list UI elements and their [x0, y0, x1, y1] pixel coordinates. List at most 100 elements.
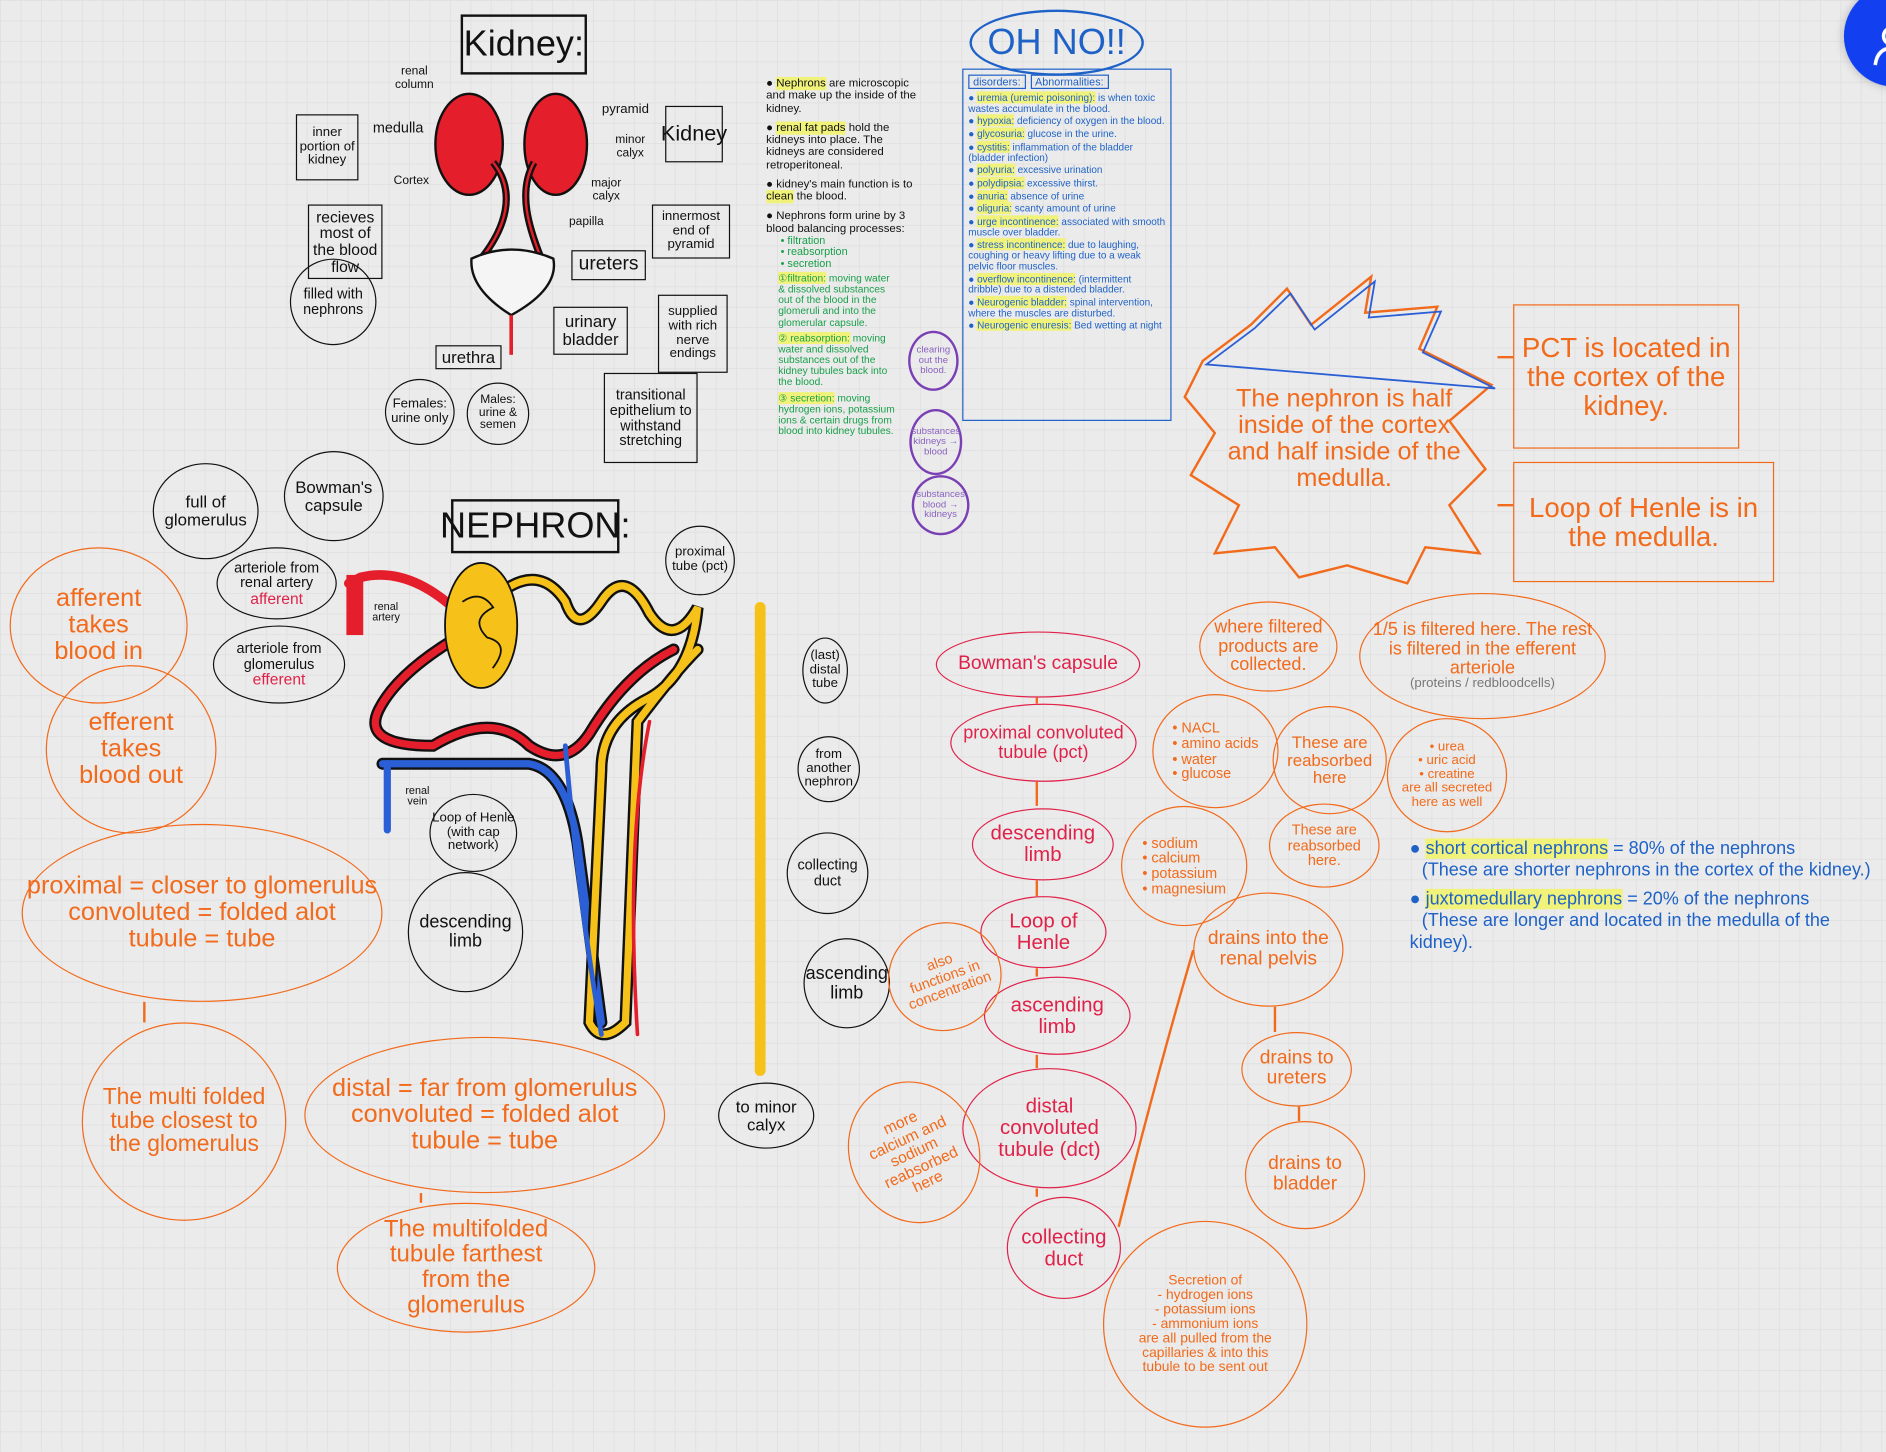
ellipse-distal-def: distal = far from glomerulus convoluted …: [304, 1036, 666, 1194]
disorder-item: ● cystitis: inflammation of the bladder …: [968, 140, 1133, 163]
flow-step-collecting: collecting duct: [1006, 1196, 1122, 1300]
right-kidney: [523, 92, 589, 197]
kidney-title: Kidney:: [460, 14, 587, 75]
box-pct-location: PCT is located in the cortex of the kidn…: [1513, 304, 1740, 449]
disorder-item: ● overflow incontinence: (intermittent d…: [968, 272, 1132, 295]
ellipse-renal-pelvis: drains into the renal pelvis: [1193, 892, 1344, 1007]
disorders-box: disorders: Abnormalities: ● uremia (urem…: [962, 68, 1172, 421]
label-medulla: medulla: [372, 119, 424, 136]
header-abnormalities: Abnormalities:: [1030, 74, 1109, 90]
circle-proximal-desc: The multi folded tube closest to the glo…: [81, 1022, 287, 1221]
ellipse-distal-desc: The multifolded tubule farthest from the…: [336, 1202, 596, 1333]
nephron-title: NEPHRON:: [440, 499, 630, 554]
flow-step-ascending: ascending limb: [983, 976, 1131, 1055]
nephron-types: ● short cortical nephrons = 80% of the n…: [1410, 838, 1873, 953]
circle-proximal-tube: proximal tube (pct): [665, 525, 735, 596]
box-urinary-bladder: urinary bladder: [553, 306, 628, 355]
circle-bowmans: Bowman's capsule: [283, 451, 384, 542]
glomerulus: [444, 562, 519, 689]
label-major-calyx: major calyx: [591, 176, 622, 203]
circle-another-nephron: from another nephron: [797, 736, 861, 803]
def-filtration: ①filtration: moving water & dissolved su…: [778, 271, 890, 328]
label-renal-column: renal column: [394, 64, 434, 91]
circle-collecting-duct: collecting duct: [786, 832, 869, 915]
kidney-drawing: [434, 92, 589, 355]
ellipse-collected: where filtered products are collected.: [1199, 601, 1338, 692]
label-minor-calyx: minor calyx: [615, 133, 646, 160]
box-ureters: ureters: [571, 250, 646, 281]
disorder-item: ● anuria: absence of urine: [968, 189, 1085, 202]
box-urethra: urethra: [435, 345, 502, 370]
disorder-item: ● urge incontinence: associated with smo…: [968, 215, 1166, 238]
circle-filled-nephrons: filled with nephrons: [289, 258, 377, 346]
circle-males: Males: urine & semen: [466, 382, 530, 446]
flow-step-dct: distal convoluted tubule (dct): [962, 1068, 1137, 1189]
circle-urea-list: • urea • uric acid • creatine are all se…: [1386, 718, 1508, 833]
kidney-notes: ● Nephrons are microscopic and make up t…: [766, 76, 917, 437]
disorder-item: ● polyuria: excessive urination: [968, 163, 1103, 176]
label-pyramid: pyramid: [601, 102, 649, 117]
user-icon: [1873, 27, 1886, 66]
circle-blood-to-kidneys: substances blood → kidneys: [911, 475, 970, 536]
circle-distal-tube: (last) distal tube: [802, 637, 848, 704]
note-main-function: ● kidney's main function is to clean the…: [766, 177, 913, 204]
flow-step-bowmans: Bowman's capsule: [935, 631, 1141, 698]
circle-nacl-list: • NACL • amino acids • water • glucose: [1152, 694, 1279, 809]
disorder-item: ● stress incontinence: due to laughing, …: [968, 238, 1141, 272]
disorder-item: ● Neurogenic enuresis: Bed wetting at ni…: [968, 319, 1162, 332]
disorder-item: ● Neurogenic bladder: spinal interventio…: [968, 295, 1153, 319]
circle-drains-ureters: drains to ureters: [1241, 1032, 1352, 1107]
flow-step-descending: descending limb: [971, 808, 1114, 881]
disorder-item: ● uremia (uremic poisoning): is when tox…: [968, 91, 1156, 114]
circle-sodium-list: • sodium • calcium • potassium • magnesi…: [1121, 805, 1248, 927]
label-renal-vein: renal vein: [405, 784, 430, 808]
box-kidney: Kidney: [661, 105, 727, 163]
note-nephrons: ● Nephrons are microscopic and make up t…: [766, 76, 917, 115]
bladder-shape: [470, 248, 556, 317]
starburst-text: The nephron is half inside of the cortex…: [1227, 384, 1461, 493]
process-item: • reabsorption: [780, 245, 848, 258]
ellipse-reabsorbed-2: These are reabsorbed here.: [1268, 803, 1380, 888]
disorder-list: ● uremia (uremic poisoning): is when tox…: [968, 91, 1166, 332]
circle-descending-limb: descending limb: [407, 872, 524, 993]
circle-females: Females: urine only: [384, 378, 455, 446]
circle-secretion: Secretion of - hydrogen ions - potassium…: [1102, 1220, 1308, 1428]
arrows: [143, 356, 1514, 1228]
circle-clearing: clearing out the blood.: [908, 330, 959, 391]
note-fat-pads: ● renal fat pads hold the kidneys into p…: [766, 121, 890, 172]
type-juxtomedullary: ● juxtomedullary nephrons = 20% of the n…: [1409, 888, 1830, 953]
flow-step-loop: Loop of Henle: [980, 896, 1107, 969]
oh-no-title: OH NO!!: [969, 9, 1144, 76]
box-innermost: innermost end of pyramid: [651, 204, 731, 259]
disorder-item: ● polydipsia: excessive thirst.: [968, 176, 1099, 189]
circle-minor-calyx: to minor calyx: [718, 1082, 815, 1149]
def-reabsorption: ② reabsorption: moving water and dissolv…: [778, 331, 888, 388]
box-transitional: transitional epithelium to withstand str…: [603, 372, 698, 464]
box-loop-location: Loop of Henle is in the medulla.: [1513, 461, 1775, 583]
box-supplied-nerves: supplied with rich nerve endings: [657, 294, 728, 373]
ellipse-proximal-def: proximal = closer to glomerulus convolut…: [21, 823, 383, 1002]
circle-loop-henle: Loop of Henle (with cap network): [429, 793, 518, 873]
label-papilla: papilla: [568, 215, 604, 229]
disorder-item: ● hypoxia: deficiency of oxygen in the b…: [968, 114, 1165, 127]
type-short-cortical: ● short cortical nephrons = 80% of the n…: [1409, 838, 1871, 881]
left-kidney: [434, 92, 504, 197]
ellipse-one-fifth: 1/5 is filtered here. The rest is filter…: [1359, 592, 1606, 720]
disorder-item: ● glycosuria: glucose in the urine.: [968, 127, 1117, 140]
circle-efferent: efferent takes blood out: [45, 665, 217, 834]
process-item: • filtration: [780, 234, 826, 247]
def-secretion: ③ secretion: moving hydrogen ions, potas…: [778, 391, 895, 437]
circle-ascending-limb: ascending limb: [803, 938, 891, 1029]
flow-step-pct: proximal convoluted tubule (pct): [950, 703, 1137, 782]
circle-reabsorbed-1: These are reabsorbed here: [1272, 706, 1387, 815]
process-item: • secretion: [780, 257, 832, 270]
label-cortex: Cortex: [393, 174, 430, 188]
circle-full-glomerulus: full of glomerulus: [152, 463, 259, 560]
disorder-item: ● oliguria: scanty amount of urine: [968, 202, 1116, 215]
header-disorders: disorders:: [968, 74, 1026, 90]
circle-kidneys-to-blood: substances kidneys → blood: [909, 408, 963, 476]
label-renal-artery: renal artery: [372, 600, 400, 624]
